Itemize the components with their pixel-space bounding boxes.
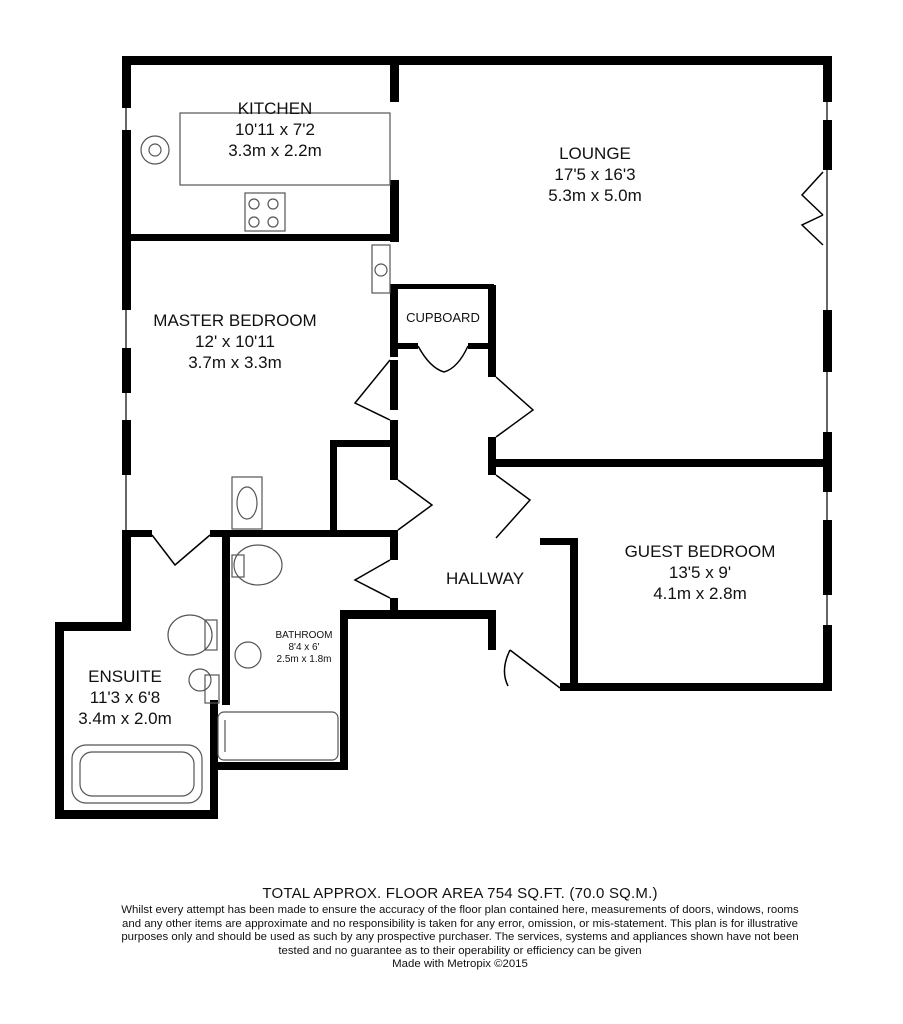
wall-guest-bottom xyxy=(560,683,832,691)
wall-left-bed-1 xyxy=(122,240,131,310)
room-metric: 3.3m x 2.2m xyxy=(228,141,322,160)
wall-cupboard-left xyxy=(390,285,398,357)
guest-door xyxy=(495,474,532,539)
windows xyxy=(125,102,828,625)
room-name: BATHROOM xyxy=(275,630,333,641)
wall-hall-lower-left xyxy=(390,530,398,560)
doors xyxy=(151,171,824,689)
room-imperial: 12' x 10'11 xyxy=(195,332,275,351)
bathroom-basin xyxy=(234,641,262,669)
kitchen-hob-icon xyxy=(140,135,170,165)
room-imperial: 8'4 x 6' xyxy=(288,642,320,653)
room-metric: 3.4m x 2.0m xyxy=(78,709,172,728)
room-name: GUEST BEDROOM xyxy=(624,542,776,561)
wall-right-2 xyxy=(823,120,832,170)
wall-ensuite-left xyxy=(55,622,64,818)
footer: TOTAL APPROX. FLOOR AREA 754 SQ.FT. (70.… xyxy=(120,885,800,971)
wall-right-5 xyxy=(823,520,832,595)
wall-bath-left xyxy=(222,535,230,705)
cupboard-door xyxy=(417,345,469,373)
fixtures xyxy=(71,112,391,804)
wall-right-3 xyxy=(823,310,832,372)
wall-top xyxy=(122,56,832,65)
room-label-master-bedroom: MASTER BEDROOM 12' x 10'11 3.7m x 3.3m xyxy=(130,310,340,373)
wall-left-kitchen xyxy=(122,130,131,240)
closet-washer xyxy=(231,476,263,530)
wall-hall-lower-left2 xyxy=(390,598,398,618)
wall-kitchen-lounge-2 xyxy=(390,180,399,242)
room-metric: 4.1m x 2.8m xyxy=(653,584,747,603)
wall-ensuite-top xyxy=(55,622,131,631)
wall-left-bed-3 xyxy=(122,420,131,475)
wall-ensuite-bottom xyxy=(55,810,218,819)
wall-bed-bottom xyxy=(210,530,398,537)
ensuite-door xyxy=(151,534,211,567)
room-metric: 5.3m x 5.0m xyxy=(548,186,642,205)
ensuite-bath xyxy=(71,744,203,804)
room-imperial: 11'3 x 6'8 xyxy=(89,688,161,707)
wall-cupboard-bl xyxy=(390,343,418,349)
room-label-bathroom: BATHROOM 8'4 x 6' 2.5m x 1.8m xyxy=(268,630,340,666)
wall-cupboard-right xyxy=(488,285,496,377)
room-name: LOUNGE xyxy=(559,144,631,163)
wall-cupboard-top xyxy=(390,284,494,289)
wall-hall-right-2 xyxy=(488,610,496,650)
kitchen-counter xyxy=(179,112,391,186)
ensuite-basin xyxy=(188,668,212,692)
ensuite-toilet xyxy=(167,614,213,656)
wall-left-bed-4 xyxy=(122,535,131,630)
room-name: KITCHEN xyxy=(237,99,313,118)
wall-lounge-guest xyxy=(495,459,830,467)
disclaimer: Whilst every attempt has been made to en… xyxy=(121,904,799,957)
fridge xyxy=(371,244,391,294)
wall-bed-hall-2 xyxy=(390,420,398,480)
bathroom-door xyxy=(353,559,391,599)
wall-guest-left xyxy=(570,540,578,690)
wall-left-bed-2 xyxy=(122,348,131,393)
room-label-cupboard: CUPBOARD xyxy=(398,307,488,328)
room-name: HALLWAY xyxy=(445,569,525,588)
lounge-balcony-door xyxy=(800,171,824,246)
room-metric: 2.5m x 1.8m xyxy=(276,654,332,665)
wall-bath-bottom xyxy=(210,762,348,770)
wall-closet-left xyxy=(330,440,337,536)
room-name: ENSUITE xyxy=(88,667,162,686)
wall-cupboard-br xyxy=(468,343,494,349)
front-door xyxy=(503,649,561,689)
floor-plan xyxy=(55,56,832,819)
closet-door xyxy=(397,479,434,531)
wall-kitchen-lounge xyxy=(390,56,399,102)
wall-bath-right xyxy=(340,610,348,770)
wall-left-upper xyxy=(122,56,131,108)
room-name: CUPBOARD xyxy=(406,310,480,325)
wall-bed-hall-1 xyxy=(390,360,398,410)
wall-ensuite-right xyxy=(210,700,218,818)
kitchen-appliance xyxy=(244,192,286,232)
wall-closet-top xyxy=(330,440,398,447)
made-with: Made with Metropix ©2015 xyxy=(392,958,528,971)
wall-guest-left-top xyxy=(540,538,578,545)
walls xyxy=(55,56,832,819)
room-name: MASTER BEDROOM xyxy=(153,311,317,330)
bedroom-door xyxy=(353,359,391,421)
bathroom-toilet xyxy=(233,544,283,586)
wall-hall-right-1 xyxy=(488,437,496,475)
wall-hall-bottom xyxy=(345,610,495,619)
wall-kitchen-bottom xyxy=(122,234,397,241)
lounge-door xyxy=(495,376,535,438)
room-label-hallway: HALLWAY xyxy=(425,568,545,589)
room-label-ensuite: ENSUITE 11'3 x 6'8 3.4m x 2.0m xyxy=(60,666,190,729)
room-imperial: 13'5 x 9' xyxy=(668,563,732,582)
total-floor-area: TOTAL APPROX. FLOOR AREA 754 SQ.FT. (70.… xyxy=(262,885,658,902)
wall-right-6 xyxy=(823,625,832,691)
room-metric: 3.7m x 3.3m xyxy=(188,353,282,372)
room-label-lounge: LOUNGE 17'5 x 16'3 5.3m x 5.0m xyxy=(520,143,670,206)
room-imperial: 10'11 x 7'2 xyxy=(235,120,315,139)
room-imperial: 17'5 x 16'3 xyxy=(554,165,636,184)
room-label-kitchen: KITCHEN 10'11 x 7'2 3.3m x 2.2m xyxy=(210,98,340,161)
bathroom-bath xyxy=(217,711,339,761)
wall-bed-bottom-left xyxy=(122,530,152,537)
room-label-guest-bedroom: GUEST BEDROOM 13'5 x 9' 4.1m x 2.8m xyxy=(595,541,805,604)
wall-right-1 xyxy=(823,56,832,102)
